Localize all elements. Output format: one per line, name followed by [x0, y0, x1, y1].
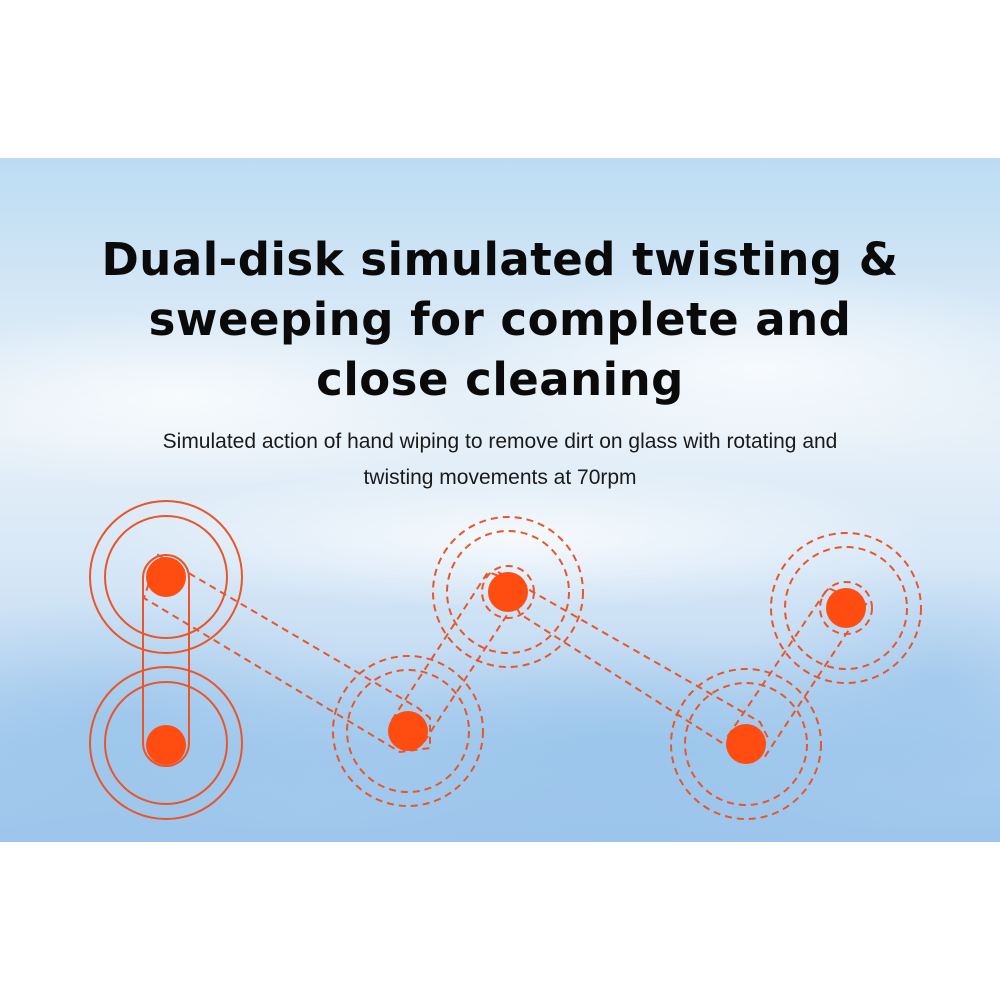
page-title: Dual-disk simulated twisting & sweeping … [50, 230, 950, 410]
mid-ring-inner [481, 565, 535, 619]
sweep-path-1 [142, 553, 431, 754]
disk-ring-3 [432, 516, 584, 668]
sweep-path-3 [495, 569, 770, 764]
sweep-path-4 [726, 586, 868, 760]
sky-background [0, 268, 1000, 842]
disk-dot-2 [146, 725, 186, 765]
disk-dot-5 [726, 724, 766, 764]
title-line-3: close cleaning [316, 353, 684, 406]
start-disk-bottom [89, 666, 243, 820]
end-ring-inner [819, 581, 873, 635]
disk-dot-6 [826, 588, 866, 628]
start-disk-top [89, 500, 243, 654]
title-line-1: Dual-disk simulated twisting & [101, 233, 899, 286]
disk-ring-5 [770, 532, 922, 684]
disk-dot-4 [488, 572, 528, 612]
title-line-2: sweeping for complete and [148, 293, 852, 346]
disk-motion-diagram [89, 500, 922, 820]
start-link-frame [142, 554, 190, 767]
subtitle: Simulated action of hand wiping to remov… [90, 424, 910, 496]
disk-dot-3 [388, 711, 428, 751]
disk-ring-2 [332, 655, 484, 807]
disk-ring-4 [670, 668, 822, 820]
hero-banner: Dual-disk simulated twisting & sweeping … [0, 158, 1000, 842]
disk-dot-1 [146, 557, 186, 597]
subtitle-line-2: twisting movements at 70rpm [363, 466, 637, 489]
subtitle-line-1: Simulated action of hand wiping to remov… [162, 430, 838, 453]
